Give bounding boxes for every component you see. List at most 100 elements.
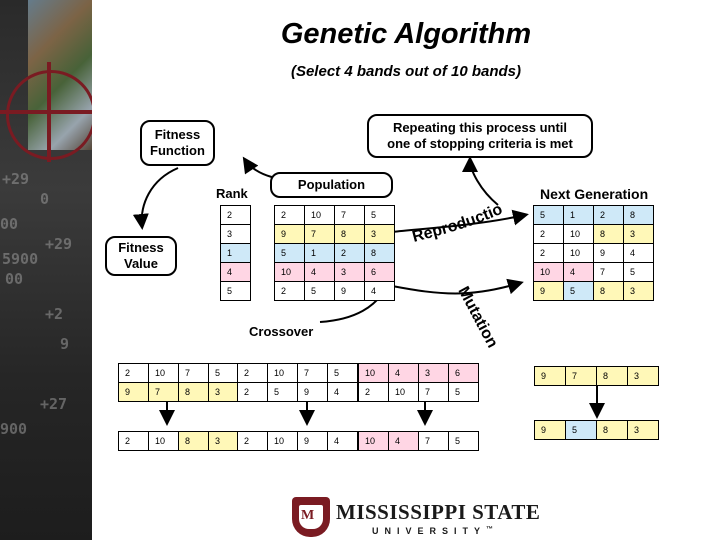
crossover-parent-b: 2 10 7 5 2 5 9 4	[237, 363, 358, 402]
next-gen-cell: 3	[623, 281, 654, 301]
crossover-cell: 9	[118, 382, 149, 402]
population-cell: 4	[364, 281, 395, 301]
population-cell: 3	[334, 262, 365, 282]
rank-cell: 5	[220, 281, 251, 301]
population-cell: 6	[364, 262, 395, 282]
crossover-cell: 8	[178, 382, 209, 402]
crossover-cell: 7	[297, 363, 328, 383]
rank-label: Rank	[216, 186, 248, 201]
crossover-cell: 5	[208, 363, 239, 383]
arrow-next-to-repeat	[462, 156, 499, 206]
mutation-after: 9 5 8 3	[534, 420, 659, 440]
logo-tm: ™	[486, 526, 494, 533]
crossover-parent-c: 10 4 3 6 2 10 7 5	[358, 363, 479, 402]
crossover-cell: 6	[448, 363, 479, 383]
mutation-cell: 9	[534, 366, 566, 386]
next-gen-cell: 10	[533, 262, 564, 282]
population-cell: 5	[304, 281, 335, 301]
mutation-cell: 5	[565, 420, 597, 440]
rank-cell: 4	[220, 262, 251, 282]
next-gen-cell: 8	[593, 281, 624, 301]
mutation-cell: 8	[596, 420, 628, 440]
crossover-cell: 2	[358, 382, 389, 402]
crossover-cell: 7	[418, 431, 449, 451]
crosshair-horizontal-line	[0, 110, 92, 114]
crossover-cell: 9	[297, 382, 328, 402]
mutation-cell: 8	[596, 366, 628, 386]
arrow-reproduction	[391, 209, 529, 233]
crossover-cell: 8	[178, 431, 209, 451]
crossover-cell: 7	[148, 382, 179, 402]
rank-cell: 2	[220, 205, 251, 225]
population-cell: 10	[304, 205, 335, 225]
next-gen-cell: 7	[593, 262, 624, 282]
next-gen-cell: 9	[533, 281, 564, 301]
sidebar-number: 0	[40, 190, 50, 208]
population-cell: 3	[364, 224, 395, 244]
next-gen-cell: 4	[623, 243, 654, 263]
crossover-cell: 10	[148, 431, 179, 451]
fitness-function-box: Fitness Function	[140, 120, 215, 166]
crossover-cell: 4	[388, 431, 419, 451]
next-gen-cell: 10	[563, 224, 594, 244]
crossover-cell: 2	[237, 431, 268, 451]
msu-shield-inner	[299, 505, 323, 529]
rank-cell: 3	[220, 224, 251, 244]
population-table: 2 10 7 5 9 7 8 3 5 1 2 8 10 4 3 6 2 5 9 …	[274, 205, 395, 301]
crossover-child-b: 2 10 9 4	[237, 431, 358, 451]
crossover-cell: 5	[267, 382, 298, 402]
msu-m-icon: M	[301, 508, 315, 523]
next-gen-cell: 2	[593, 205, 624, 225]
next-gen-cell: 2	[533, 243, 564, 263]
sidebar-number: 5900	[2, 250, 39, 268]
fitness-value-box: Fitness Value	[105, 236, 177, 276]
crossover-cell: 2	[237, 382, 268, 402]
rank-cell: 1	[220, 243, 251, 263]
crossover-cell: 10	[388, 382, 419, 402]
mutation-cell: 9	[534, 420, 566, 440]
repeating-process-box: Repeating this process until one of stop…	[367, 114, 593, 158]
next-gen-cell: 5	[563, 281, 594, 301]
crossover-cell: 3	[418, 363, 449, 383]
crossover-cell: 9	[297, 431, 328, 451]
logo-name: MISSISSIPPI STATE	[336, 500, 541, 524]
crossover-cell: 2	[118, 431, 149, 451]
crossover-cell: 2	[118, 363, 149, 383]
population-cell: 7	[304, 224, 335, 244]
next-gen-cell: 8	[593, 224, 624, 244]
crossover-cell: 10	[148, 363, 179, 383]
next-gen-cell: 10	[563, 243, 594, 263]
next-gen-cell: 2	[533, 224, 564, 244]
population-cell: 9	[274, 224, 305, 244]
arrow-mutation	[391, 278, 524, 295]
crossover-cell: 4	[327, 382, 358, 402]
next-generation-table: 5 1 2 8 2 10 8 3 2 10 9 4 10 4 7 5 9 5 8…	[533, 205, 654, 301]
sidebar-number: 9	[60, 335, 70, 353]
crossover-cell: 4	[327, 431, 358, 451]
population-cell: 5	[364, 205, 395, 225]
sidebar-number: 00	[5, 270, 24, 288]
population-box: Population	[270, 172, 393, 198]
logo-university: UNIVERSITY	[372, 526, 487, 536]
next-gen-cell: 5	[533, 205, 564, 225]
crossover-cell: 10	[358, 363, 389, 383]
crossover-cell: 7	[418, 382, 449, 402]
sidebar-number: +29	[45, 235, 73, 253]
crossover-cell: 5	[327, 363, 358, 383]
population-cell: 1	[304, 243, 335, 263]
next-generation-label: Next Generation	[540, 186, 649, 202]
next-gen-cell: 3	[623, 224, 654, 244]
mutation-cell: 3	[627, 420, 659, 440]
population-cell: 5	[274, 243, 305, 263]
crossover-label: Crossover	[249, 324, 314, 339]
sidebar-number: +2	[45, 305, 64, 323]
next-gen-cell: 9	[593, 243, 624, 263]
crossover-cell: 3	[208, 431, 239, 451]
next-gen-cell: 1	[563, 205, 594, 225]
crossover-parent-a: 2 10 7 5 9 7 8 3	[118, 363, 239, 402]
crossover-cell: 7	[178, 363, 209, 383]
page-title: Genetic Algorithm	[280, 18, 532, 50]
sidebar-number: +27	[40, 395, 68, 413]
crossover-cell: 10	[267, 363, 298, 383]
population-cell: 8	[334, 224, 365, 244]
